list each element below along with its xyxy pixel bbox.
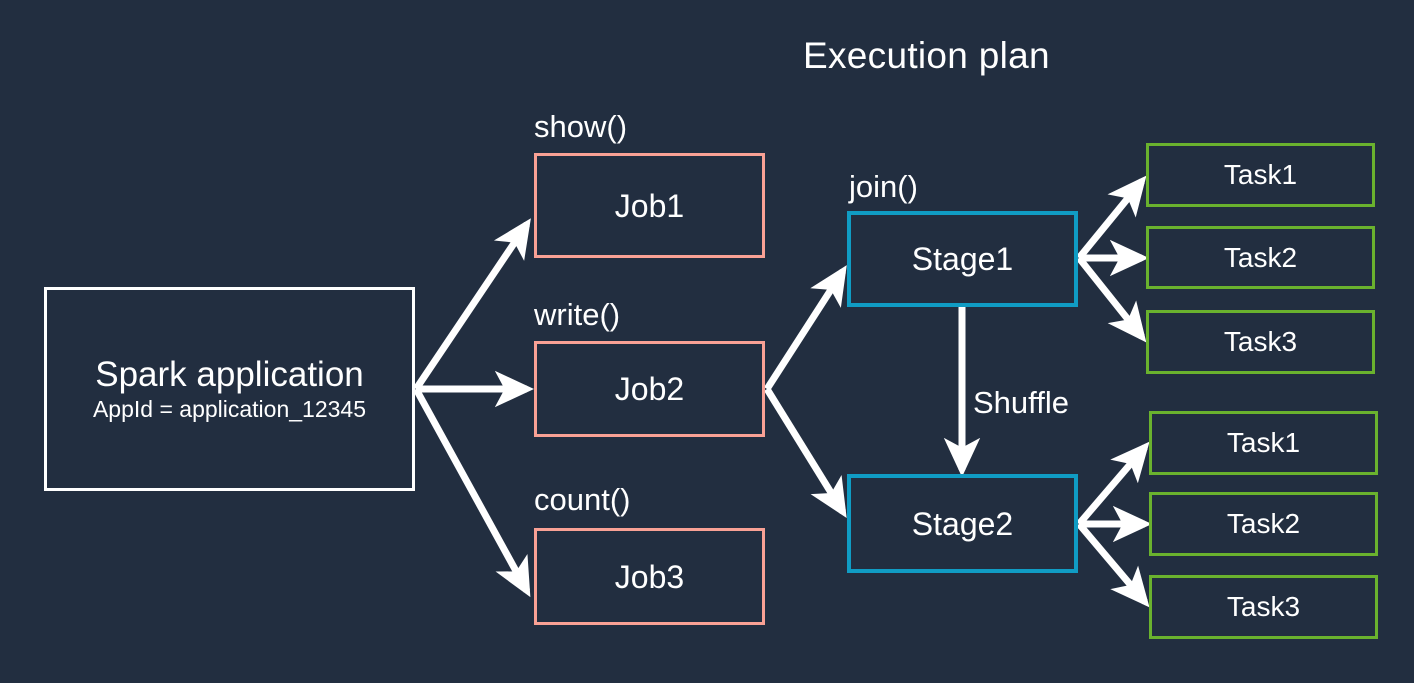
job2-box: Job2 (534, 341, 765, 437)
shuffle-label: Shuffle (973, 385, 1069, 420)
stage1-task3-box: Task3 (1146, 310, 1375, 374)
spark-application-box: Spark application AppId = application_12… (44, 287, 415, 491)
job1-caption: show() (534, 109, 628, 144)
stage1-caption: join() (849, 169, 918, 204)
job3-caption: count() (534, 482, 631, 517)
spark-application-appid: AppId = application_12345 (92, 396, 367, 422)
job2-caption: write() (534, 297, 621, 332)
stage1-task2-label: Task2 (1223, 241, 1298, 273)
page-title: Execution plan (803, 35, 1050, 76)
arrow-stage2-to-task1 (1076, 441, 1150, 527)
job3-box: Job3 (534, 528, 765, 625)
arrow-stage1-to-task3 (1076, 255, 1147, 343)
arrow-stage2-to-task3 (1076, 521, 1150, 608)
stage2-task1-label: Task1 (1226, 427, 1301, 458)
arrow-job2-to-stage1 (764, 265, 847, 391)
job1-label: Job1 (614, 187, 685, 224)
stage2-task1-box: Task1 (1149, 411, 1378, 475)
job3-label: Job3 (614, 558, 685, 595)
spark-application-title: Spark application (95, 355, 364, 394)
stage2-task2-box: Task2 (1149, 492, 1378, 556)
stage1-task3-label: Task3 (1223, 326, 1298, 357)
stage1-task2-box: Task2 (1146, 226, 1375, 289)
stage1-box: Stage1 (847, 211, 1078, 307)
stage1-label: Stage1 (911, 241, 1014, 277)
stage2-task3-label: Task3 (1226, 591, 1301, 622)
arrow-app-to-job1 (413, 218, 531, 391)
job1-box: Job1 (534, 153, 765, 258)
stage1-task1-label: Task1 (1223, 159, 1298, 190)
arrow-stage1-to-task1 (1076, 175, 1147, 261)
job2-label: Job2 (614, 371, 685, 407)
stage2-label: Stage2 (911, 505, 1014, 542)
stage1-task1-box: Task1 (1146, 143, 1375, 207)
stage2-task3-box: Task3 (1149, 575, 1378, 639)
arrow-job2-to-stage2 (764, 387, 847, 518)
arrow-app-to-job3 (412, 387, 531, 598)
stage2-task2-label: Task2 (1226, 508, 1301, 539)
stage2-box: Stage2 (847, 474, 1078, 573)
